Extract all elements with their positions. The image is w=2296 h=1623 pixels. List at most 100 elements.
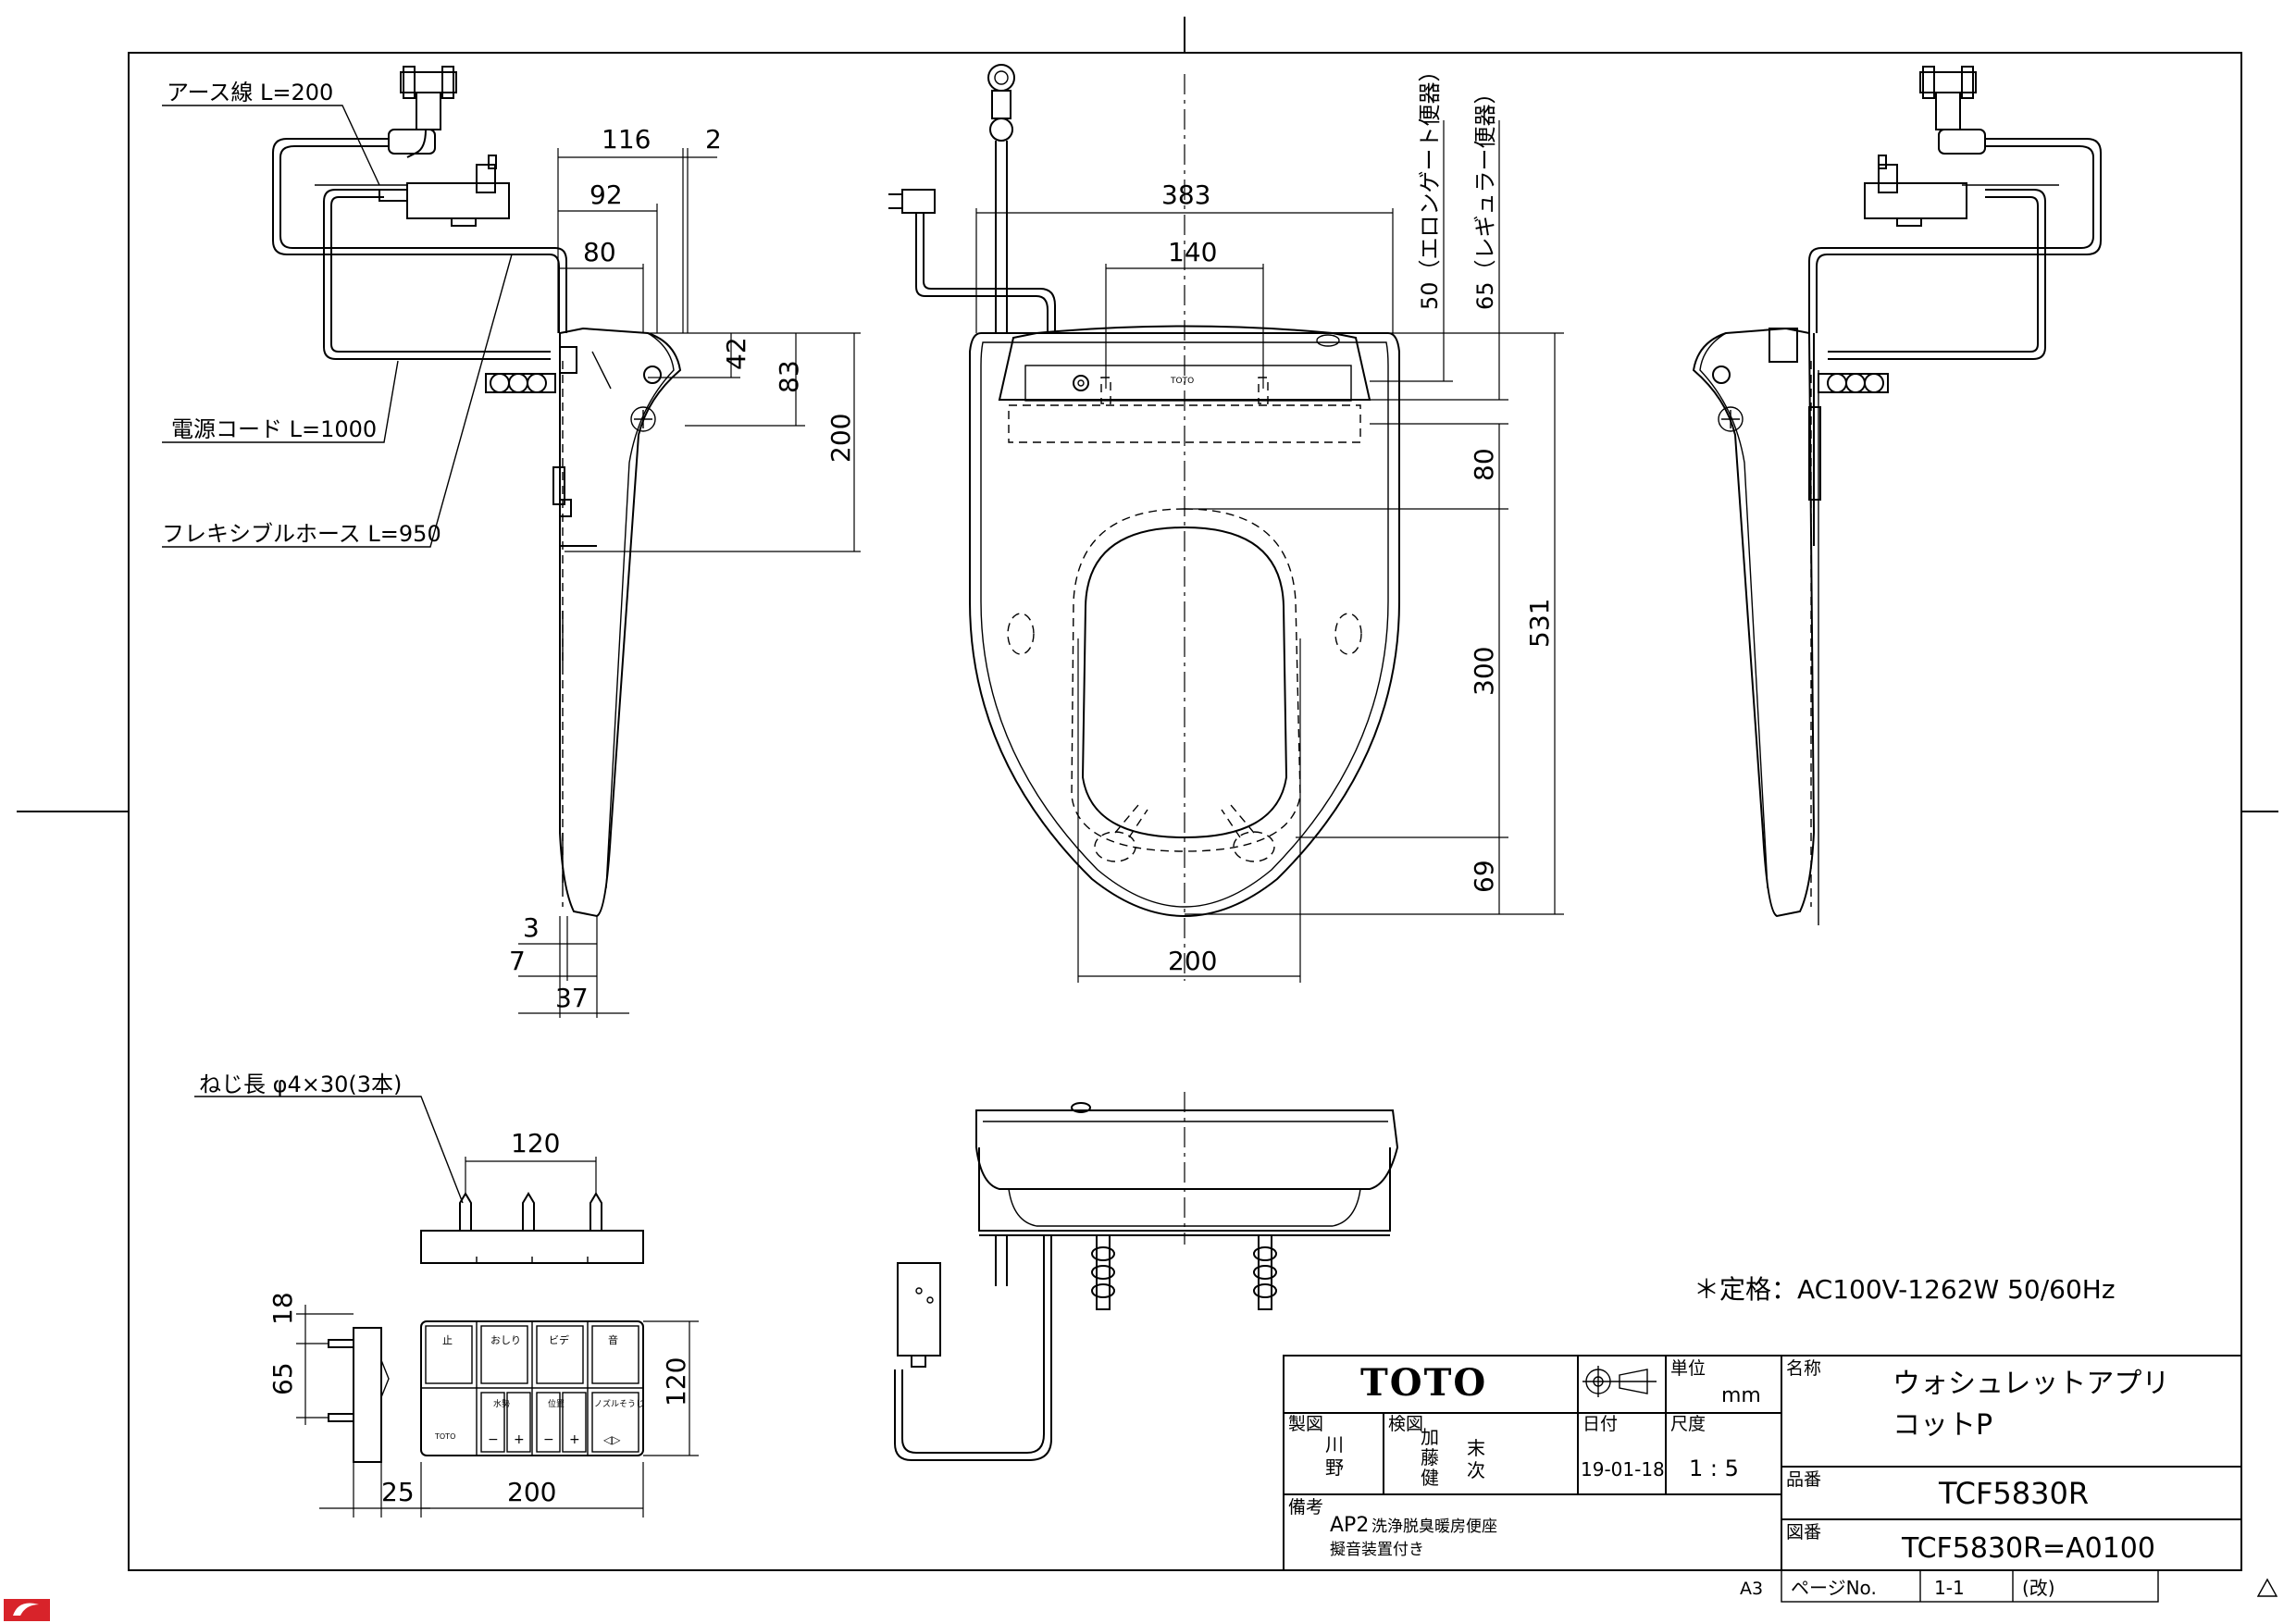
toto-logo: TOTO — [1360, 1361, 1487, 1405]
mounting-plate — [420, 1157, 644, 1264]
label-elongated: 50（エロンゲート便器） — [1417, 59, 1443, 310]
dim-18: 18 — [267, 1292, 298, 1325]
front-view — [894, 1092, 1399, 1461]
revision-label: (改) — [2022, 1577, 2055, 1599]
title-block — [1283, 1355, 2242, 1603]
label-power-cord: 電源コード L=1000 — [171, 416, 377, 442]
product-name-line2: コットP — [1893, 1409, 1992, 1442]
stop-valve — [388, 66, 457, 158]
dim-37: 37 — [555, 983, 589, 1013]
scale-label: 尺度 — [1670, 1414, 1706, 1434]
remote-sym-minus-1: − — [488, 1432, 499, 1447]
remote-lbl-nozzle-clean: ノズルそうじ — [594, 1398, 644, 1409]
right-side-view — [1692, 66, 2102, 925]
dim-531: 531 — [1524, 599, 1555, 648]
dims-plan — [975, 120, 1564, 983]
dim-42: 42 — [721, 337, 751, 370]
power-plug — [888, 189, 1056, 333]
dim-2: 2 — [705, 124, 722, 155]
drawn-label: 製図 — [1288, 1414, 1323, 1434]
dim-120-remote: 120 — [661, 1357, 691, 1406]
dim-200-plan: 200 — [1168, 946, 1217, 976]
dim-25: 25 — [381, 1477, 415, 1507]
note-code: AP2 — [1330, 1514, 1369, 1537]
name-label: 名称 — [1786, 1358, 1821, 1379]
checked-label: 検図 — [1388, 1414, 1423, 1434]
remote-sym-plus-1: + — [514, 1432, 525, 1447]
remote-btn-rear: おしり — [490, 1334, 521, 1346]
checked-by-3: 健 — [1421, 1467, 1439, 1489]
valve-unit — [379, 155, 510, 227]
remote-sym-plus-2: + — [569, 1432, 580, 1447]
label-regular: 65（レギュラー便器） — [1472, 81, 1498, 310]
remote-panel — [420, 1320, 699, 1518]
drawn-by-2: 野 — [1325, 1456, 1344, 1479]
dim-83: 83 — [774, 360, 804, 393]
product-no-label: 品番 — [1786, 1469, 1821, 1490]
page-label: ページNo. — [1791, 1577, 1877, 1599]
dim-140: 140 — [1168, 237, 1217, 267]
dim-92: 92 — [590, 180, 623, 210]
label-earth-wire: アース線 L=200 — [167, 80, 333, 105]
dim-7: 7 — [509, 946, 526, 976]
remote-btn-bidet: ビデ — [549, 1333, 569, 1346]
dim-383: 383 — [1161, 180, 1210, 210]
dim-3: 3 — [523, 912, 540, 943]
front-fittings — [1091, 1234, 1277, 1310]
leader-screw — [194, 1096, 464, 1204]
note-line2: 擬音装置付き — [1330, 1541, 1424, 1559]
unit-brand-mark: TOTO — [1170, 377, 1194, 386]
remote-btn-stop: 止 — [442, 1334, 453, 1346]
dim-200-remote: 200 — [507, 1477, 556, 1507]
remote-side — [296, 1305, 430, 1518]
dim-300: 300 — [1469, 647, 1499, 696]
publisher-logo — [4, 1599, 50, 1621]
dim-200-side: 200 — [825, 414, 856, 463]
stop-valve-right — [1919, 66, 1986, 155]
dim-80-side: 80 — [583, 237, 616, 267]
drawing-no: TCF5830R=A0100 — [1901, 1532, 2155, 1565]
remote-brand: TOTO — [434, 1432, 455, 1441]
remote-sym-minus-2: − — [543, 1432, 554, 1447]
date-label: 日付 — [1582, 1414, 1618, 1434]
sheet-size: A3 — [1740, 1579, 1763, 1599]
remote-btn-sound: 音 — [608, 1333, 618, 1346]
checked-by-5: 次 — [1467, 1459, 1485, 1481]
seat-side-profile — [559, 327, 682, 918]
note-line1: 洗浄脱臭暖房便座 — [1371, 1518, 1497, 1536]
dims-side — [518, 148, 861, 1018]
dim-69: 69 — [1469, 860, 1499, 893]
dim-65: 65 — [267, 1362, 298, 1395]
dim-80-plan: 80 — [1469, 448, 1499, 481]
leaders-side — [162, 105, 513, 548]
scale-value: 1 : 5 — [1689, 1456, 1739, 1481]
dim-120-plate: 120 — [511, 1128, 560, 1158]
remote-sym-nozzle: ◁▷ — [602, 1433, 621, 1446]
dim-116: 116 — [602, 124, 651, 155]
label-flexible-hose: フレキシブルホース L=950 — [162, 521, 441, 547]
label-screw: ねじ長 φ4×30(3本) — [199, 1072, 402, 1097]
hose-fitting — [485, 373, 556, 393]
date-value: 19-01-18 — [1581, 1458, 1665, 1481]
product-name-line1: ウォシュレットアプリ — [1893, 1368, 2169, 1400]
remote-labels: 止 おしり ビデ 音 水勢 位置 ノズルそうじ − + − + ◁▷ TOTO — [434, 1333, 644, 1447]
notes-label: 備考 — [1288, 1497, 1323, 1518]
drawing-no-label: 図番 — [1786, 1522, 1821, 1542]
triangle-mark — [2256, 1578, 2278, 1597]
page-value: 1-1 — [1934, 1577, 1965, 1599]
checked-by-4: 末 — [1467, 1437, 1485, 1459]
remote-lbl-position: 位置 — [548, 1398, 565, 1409]
side-view — [272, 66, 682, 918]
seat-outline — [969, 332, 1400, 918]
rating-label: ＊定格：AC100V-1262W 50/60Hz — [1694, 1274, 2116, 1305]
drawn-by-1: 川 — [1325, 1433, 1344, 1456]
remote-lbl-pressure: 水勢 — [493, 1398, 510, 1409]
main-unit — [998, 325, 1371, 401]
product-no: TCF5830R — [1938, 1476, 2089, 1511]
checked-by-2: 藤 — [1421, 1446, 1439, 1468]
checked-by-1: 加 — [1421, 1426, 1439, 1448]
unit-label: 単位 — [1670, 1358, 1706, 1379]
unit-value: mm — [1721, 1384, 1761, 1407]
plan-view: TOTO — [888, 64, 1400, 981]
